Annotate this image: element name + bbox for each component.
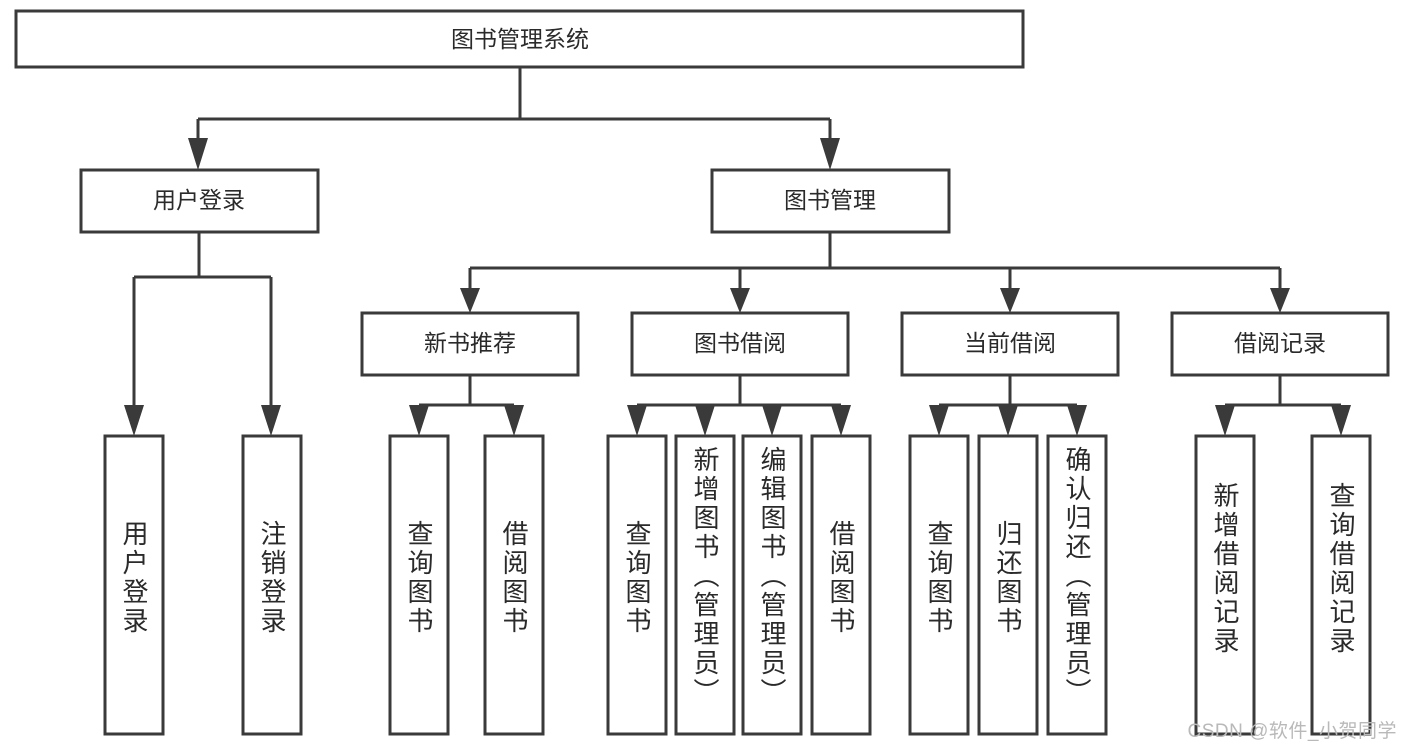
node-new-book-recommend-box[interactable] <box>360 311 580 377</box>
leaf-boxes <box>103 434 1372 736</box>
arrow-head-leaf-edit-book <box>762 405 782 436</box>
leaf-box-add-record[interactable] <box>1194 434 1256 736</box>
node-book-manage-label: 图书管理 <box>784 187 876 213</box>
arrow-head-user-login <box>188 138 208 170</box>
leaf-box-confirm-return[interactable] <box>1046 434 1108 736</box>
arrow-head-leaf-return-book <box>998 405 1018 436</box>
arrow-head-leaf-borrow-book-b <box>831 405 851 436</box>
node-book-borrow[interactable]: 图书借阅 <box>630 311 850 377</box>
node-book-manage-box[interactable] <box>710 168 951 234</box>
node-borrow-records[interactable]: 借阅记录 <box>1170 311 1390 377</box>
csdn-watermark: CSDN @软件_小贺同学 <box>1187 721 1397 742</box>
node-book-borrow-box[interactable] <box>630 311 850 377</box>
arrow-head-leaf-query-book-a <box>409 405 429 436</box>
leaf-box-add-book[interactable] <box>674 434 736 736</box>
node-book-borrow-label: 图书借阅 <box>694 330 786 356</box>
node-new-book-recommend[interactable]: 新书推荐 <box>360 311 580 377</box>
arrow-head-leaf-confirm-return <box>1067 405 1087 436</box>
leaf-box-query-record[interactable] <box>1310 434 1372 736</box>
node-root-label: 图书管理系统 <box>451 26 589 52</box>
arrow-head-leaf-query-book-c <box>929 405 949 436</box>
leaf-box-logout[interactable] <box>241 434 303 736</box>
arrow-head-book-manage <box>820 138 840 170</box>
node-new-book-recommend-label: 新书推荐 <box>424 330 516 356</box>
arrow-head-leaf-borrow-book-a <box>504 405 524 436</box>
node-root-box[interactable] <box>14 9 1025 69</box>
arrow-head-leaf-query-record <box>1331 405 1351 436</box>
node-user-login[interactable]: 用户登录 <box>79 168 320 234</box>
leaf-box-query-book-b[interactable] <box>606 434 668 736</box>
node-user-login-label: 用户登录 <box>153 187 245 213</box>
arrow-head-borrow-records <box>1270 288 1290 313</box>
arrow-head-leaf-logout <box>261 405 281 436</box>
node-user-login-box[interactable] <box>79 168 320 234</box>
node-borrow-records-box[interactable] <box>1170 311 1390 377</box>
leaf-box-edit-book[interactable] <box>741 434 803 736</box>
node-current-borrow[interactable]: 当前借阅 <box>900 311 1120 377</box>
node-current-borrow-box[interactable] <box>900 311 1120 377</box>
leaf-box-query-book-c[interactable] <box>908 434 970 736</box>
arrow-head-current-borrow <box>1000 288 1020 313</box>
arrow-head-leaf-user-login <box>124 405 144 436</box>
connector-group-new-book-to-leaves <box>409 375 524 436</box>
arrow-head-book-borrow <box>730 288 750 313</box>
node-borrow-records-label: 借阅记录 <box>1234 330 1326 356</box>
leaf-box-user-login[interactable] <box>103 434 165 736</box>
arrow-head-leaf-add-book <box>695 405 715 436</box>
leaf-box-borrow-book-b[interactable] <box>810 434 872 736</box>
connector-group-root-to-level2 <box>188 67 840 170</box>
connector-group-book-manage-to-level3 <box>460 232 1290 313</box>
node-book-manage[interactable]: 图书管理 <box>710 168 951 234</box>
leaf-box-return-book[interactable] <box>977 434 1039 736</box>
node-current-borrow-label: 当前借阅 <box>964 330 1056 356</box>
node-root[interactable]: 图书管理系统 <box>14 9 1025 69</box>
connector-group-borrow-records-to-leaves <box>1215 375 1351 436</box>
arrow-head-leaf-query-book-b <box>627 405 647 436</box>
arrow-head-leaf-add-record <box>1215 405 1235 436</box>
connector-group-book-borrow-to-leaves <box>627 375 851 436</box>
leaf-box-borrow-book-a[interactable] <box>483 434 545 736</box>
leaf-box-query-book-a[interactable] <box>388 434 450 736</box>
connector-group-current-borrow-to-leaves <box>929 375 1087 436</box>
arrow-head-new-book <box>460 288 480 313</box>
connector-group-user-login-to-leaves <box>124 232 281 436</box>
